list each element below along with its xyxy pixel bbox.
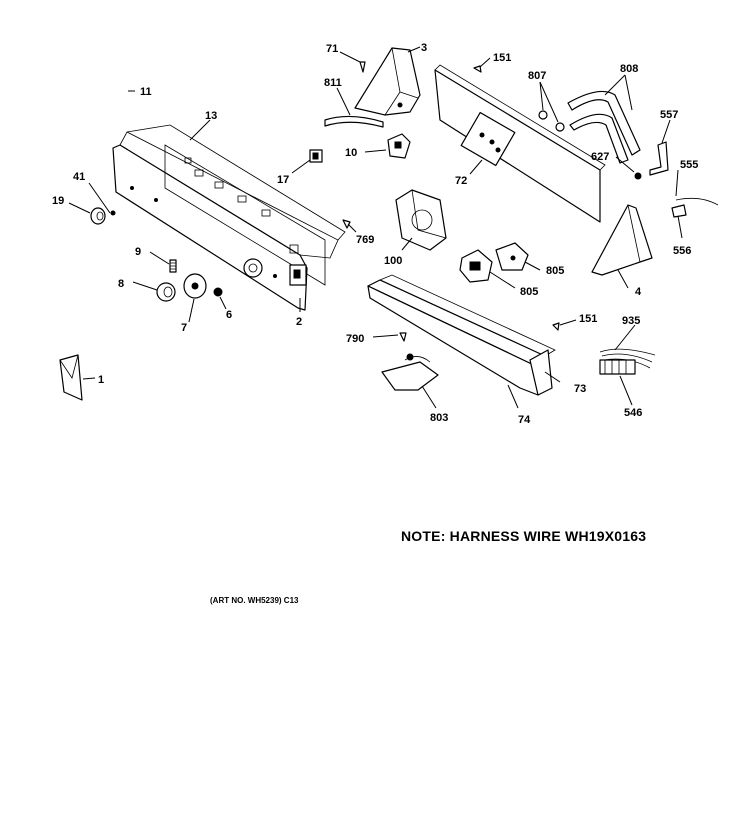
callout-790: 790 (346, 333, 364, 345)
callout-151-bottom: 151 (579, 313, 597, 325)
callout-72: 72 (455, 175, 467, 187)
callout-8: 8 (118, 278, 124, 290)
part-811-hose (324, 115, 384, 128)
callout-100: 100 (384, 255, 402, 267)
callout-7: 7 (181, 322, 187, 334)
part-73-base-panel (367, 274, 556, 396)
callout-13: 13 (205, 110, 217, 122)
callout-10: 10 (345, 147, 357, 159)
callout-41: 41 (73, 171, 85, 183)
part-555-cord (671, 197, 719, 218)
callout-9: 9 (135, 246, 141, 258)
part-9-spring (169, 259, 177, 273)
callout-769: 769 (356, 234, 374, 246)
part-808-hoses (567, 90, 641, 164)
part-71-screw (359, 61, 366, 73)
part-17-switch (309, 149, 323, 163)
part-557-clamp (649, 141, 669, 176)
part-72-backsplash (434, 64, 606, 223)
callout-805-b: 805 (520, 286, 538, 298)
callout-556: 556 (673, 245, 691, 257)
part-4-end-cap (591, 204, 653, 276)
callout-3: 3 (421, 42, 427, 54)
part-19-knob (90, 207, 116, 225)
callout-627: 627 (591, 151, 609, 163)
callout-11: 11 (140, 86, 152, 98)
harness-wire-note: NOTE: HARNESS WIRE WH19X0163 (401, 528, 647, 544)
callout-labels: 1 2 3 4 6 7 8 9 10 11 13 17 19 41 71 72 … (52, 42, 698, 426)
part-805-bracket-a (495, 242, 529, 271)
part-151-screw-bottom (552, 322, 560, 331)
callout-557: 557 (660, 109, 678, 121)
callout-935: 935 (622, 315, 640, 327)
callout-546: 546 (624, 407, 642, 419)
callout-803: 803 (430, 412, 448, 424)
callout-4: 4 (635, 286, 642, 298)
callout-19: 19 (52, 195, 64, 207)
leader-lines (68, 46, 683, 409)
part-769-screw (342, 219, 351, 229)
callout-1: 1 (98, 374, 104, 386)
callout-555: 555 (680, 159, 698, 171)
part-1-manual (59, 354, 83, 401)
part-100-timer (395, 189, 447, 251)
callout-71: 71 (326, 43, 338, 55)
callout-73: 73 (574, 383, 586, 395)
part-935-harness (599, 348, 656, 375)
callout-74: 74 (518, 414, 531, 426)
part-3-end-cap (354, 47, 421, 116)
callout-17: 17 (277, 174, 289, 186)
part-805-bracket-b (459, 249, 493, 283)
callout-805-a: 805 (546, 265, 564, 277)
callout-2: 2 (296, 316, 302, 328)
part-803-cover (381, 353, 439, 391)
part-790-screw (399, 332, 407, 342)
part-807-washers (538, 110, 565, 132)
art-number: (ART NO. WH5239) C13 (210, 596, 299, 605)
callout-808: 808 (620, 63, 638, 75)
callout-6: 6 (226, 309, 232, 321)
callout-807: 807 (528, 70, 546, 82)
callout-811: 811 (324, 77, 342, 89)
part-7-dial (183, 273, 207, 299)
part-2-switch (289, 264, 307, 286)
part-10-switch (387, 133, 411, 159)
part-8-knob (156, 282, 176, 302)
part-627-part (634, 172, 642, 180)
part-6-knob (213, 287, 223, 297)
part-151-screw-top (473, 65, 482, 73)
callout-151-top: 151 (493, 52, 511, 64)
part-13-control-panel (112, 124, 346, 311)
